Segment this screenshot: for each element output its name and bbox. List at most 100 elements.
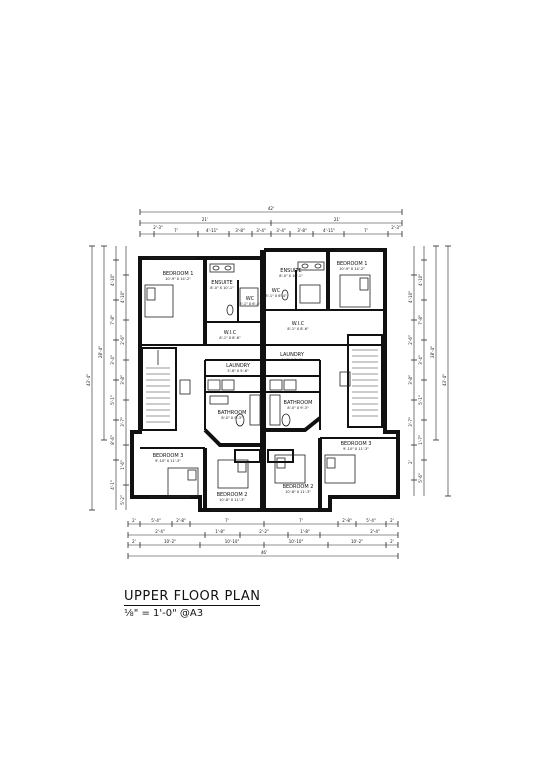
left-wc-size: 3'-1" X 6'-4" [239, 302, 261, 306]
dim-right-detail-14: 2' [408, 460, 413, 464]
right-ensuite-size: 8'-0" X 10'-1" [279, 274, 303, 278]
right-bedroom3-size: 9'-10" X 11'-3" [343, 447, 369, 451]
beds [144, 274, 371, 497]
left-bedroom1-label: BEDROOM 1 [163, 271, 194, 277]
left-bathroom-size: 8'-0" X 9'-3" [221, 416, 243, 420]
dim-left-detail-3: 5'-1" [110, 395, 115, 405]
dim-bottom-r3-4: 10'-2" [351, 539, 363, 544]
dim-right-detail-12: 1'-7" [418, 435, 423, 445]
left-bedroom3-label: BEDROOM 3 [153, 453, 184, 459]
left-wic-size: 8'-1" X 8'-6" [219, 336, 241, 340]
dim-bottom-r1-4: 7' [299, 518, 303, 523]
bed-icon [339, 274, 371, 308]
bath-fixtures [207, 261, 325, 427]
right-wic-size: 8'-1" X 8'-6" [287, 327, 309, 331]
dim-bottom-r3-2: 10'-10" [225, 539, 240, 544]
dim-right-mid: 28'-4" [430, 346, 435, 358]
windows [150, 249, 390, 511]
dim-bottom-r1-3: 7' [225, 518, 229, 523]
right-room-labels: BEDROOM 1 10'-9" X 14'-2" ENSUITE 8'-0" … [265, 261, 371, 494]
dim-right-detail-7: 2'-6" [408, 335, 413, 345]
dim-bottom-r1-7: 2' [390, 518, 394, 523]
left-ensuite-label: ENSUITE [211, 280, 232, 286]
right-laundry-label: LAUNDRY [280, 352, 305, 358]
dim-bottom-r1-6: 5'-4" [366, 518, 376, 523]
dim-left-detail-7: 2'-6" [120, 335, 125, 345]
bottom-dimensions: 2' 5'-4" 2'-8" 7' 7' 2'-8" 5'-4" 2' 2'-4… [127, 518, 399, 559]
dim-bottom-r1-5: 2'-8" [342, 518, 352, 523]
left-bedroom3-size: 9'-10" X 11'-3" [155, 459, 181, 463]
dim-bottom-r1-2: 2'-8" [176, 518, 186, 523]
dim-top-detail-4: 3'-4" [256, 228, 266, 233]
dim-right-detail-3: 5'-1" [418, 395, 423, 405]
dim-top-detail-0: 2'-3" [153, 225, 163, 230]
dim-top-detail-3: 3'-8" [235, 228, 245, 233]
dim-right-detail-2: 3'-4" [418, 355, 423, 365]
right-wic-label: W.I.C [292, 321, 305, 327]
right-wc-label: WC [272, 288, 281, 294]
dim-top-detail-1: 7' [174, 228, 178, 233]
right-bedroom3-label: BEDROOM 3 [341, 441, 372, 447]
right-dimensions: 43'-4" 28'-4" 4'-10" 7'-8" 3'-4" 5'-1" 1… [408, 245, 451, 497]
dim-right-detail-6: 4'-10" [408, 291, 413, 303]
dim-top-detail-9: 2'-3" [391, 225, 401, 230]
dim-left-detail-6: 4'-10" [120, 291, 125, 303]
bed-icon [167, 467, 199, 497]
exterior-walls [130, 248, 400, 512]
left-wc-label: WC [246, 296, 255, 302]
dim-top-detail-7: 4'-11" [323, 228, 335, 233]
bed-icon [144, 284, 174, 318]
dim-top-overall: 42' [268, 206, 274, 211]
dim-bottom-r3-0: 2' [132, 539, 136, 544]
top-dimensions: 42' 21' 21' 2'-3" 7' 4'-11" 3'-8" 3'-4" … [139, 206, 403, 237]
dim-bottom-r2-4: 2'-4" [370, 529, 380, 534]
dim-right-detail-9: 3'-7" [408, 417, 413, 427]
drawing-title: UPPER FLOOR PLAN [124, 589, 261, 606]
right-laundry-size: 5'-6" X 5'-6" [281, 358, 303, 362]
left-bedroom1-size: 10'-9" X 14'-2" [165, 277, 191, 281]
dim-top-half-right: 21' [334, 217, 340, 222]
left-ensuite-size: 8'-0" X 10'-1" [210, 286, 234, 290]
dim-bottom-r2-0: 2'-4" [155, 529, 165, 534]
right-bedroom1-size: 10'-9" X 14'-2" [339, 267, 365, 271]
left-stair [146, 350, 191, 423]
title-block: UPPER FLOOR PLAN ⅛" = 1'-0" @A3 [124, 585, 261, 619]
dim-bottom-r3-3: 10'-10" [289, 539, 304, 544]
dim-right-detail-1: 7'-8" [418, 315, 423, 325]
dim-top-half-left: 21' [202, 217, 208, 222]
drawing-scale: ⅛" = 1'-0" @A3 [124, 608, 204, 619]
bed-icon [217, 459, 249, 489]
bed-icon [274, 454, 306, 484]
dim-bottom-r2-3: 1'-8" [300, 529, 310, 534]
dim-left-detail-2: 3'-4" [110, 355, 115, 365]
right-stair [339, 349, 378, 417]
dim-right-overall: 43'-4" [442, 374, 447, 386]
dim-left-detail-0: 4'-10" [110, 274, 115, 286]
dim-bottom-r1-0: 2' [132, 518, 136, 523]
dim-left-detail-11: 5'-2" [120, 495, 125, 505]
dim-bottom-r2-2: 2'-2" [259, 529, 269, 534]
left-bedroom2-label: BEDROOM 2 [217, 492, 248, 498]
left-wic-label: W.I.C [224, 330, 237, 336]
left-unit-interior [140, 258, 262, 510]
dim-left-detail-8: 3'-8" [120, 375, 125, 385]
right-wc-size: 3'-1" X 6'-4" [265, 294, 287, 298]
bed-icon [324, 454, 356, 484]
dim-right-detail-8: 3'-8" [408, 375, 413, 385]
dim-top-detail-6: 3'-8" [297, 228, 307, 233]
left-dimensions: 43'-4" 28'-4" 4'-10" 7'-8" 3'-4" 5'-1" 8… [86, 245, 129, 511]
left-bedroom2-size: 10'-8" X 11'-3" [219, 498, 245, 502]
right-bedroom2-label: BEDROOM 2 [283, 484, 314, 490]
right-bathroom-size: 8'-0" X 9'-3" [287, 406, 309, 410]
left-laundry-size: 5'-6" X 5'-6" [227, 369, 249, 373]
dim-left-detail-9: 3'-7" [120, 417, 125, 427]
dim-top-detail-8: 7' [364, 228, 368, 233]
dim-right-detail-13: 5'-6" [418, 473, 423, 483]
right-bathroom-label: BATHROOM [284, 400, 313, 406]
left-laundry-label: LAUNDRY [226, 363, 251, 369]
dim-right-detail-0: 4'-10" [418, 274, 423, 286]
left-room-labels: BEDROOM 1 10'-9" X 14'-2" ENSUITE 8'-0" … [153, 271, 261, 502]
dim-left-detail-1: 7'-8" [110, 315, 115, 325]
dim-left-detail-4: 8'-6" [110, 435, 115, 445]
